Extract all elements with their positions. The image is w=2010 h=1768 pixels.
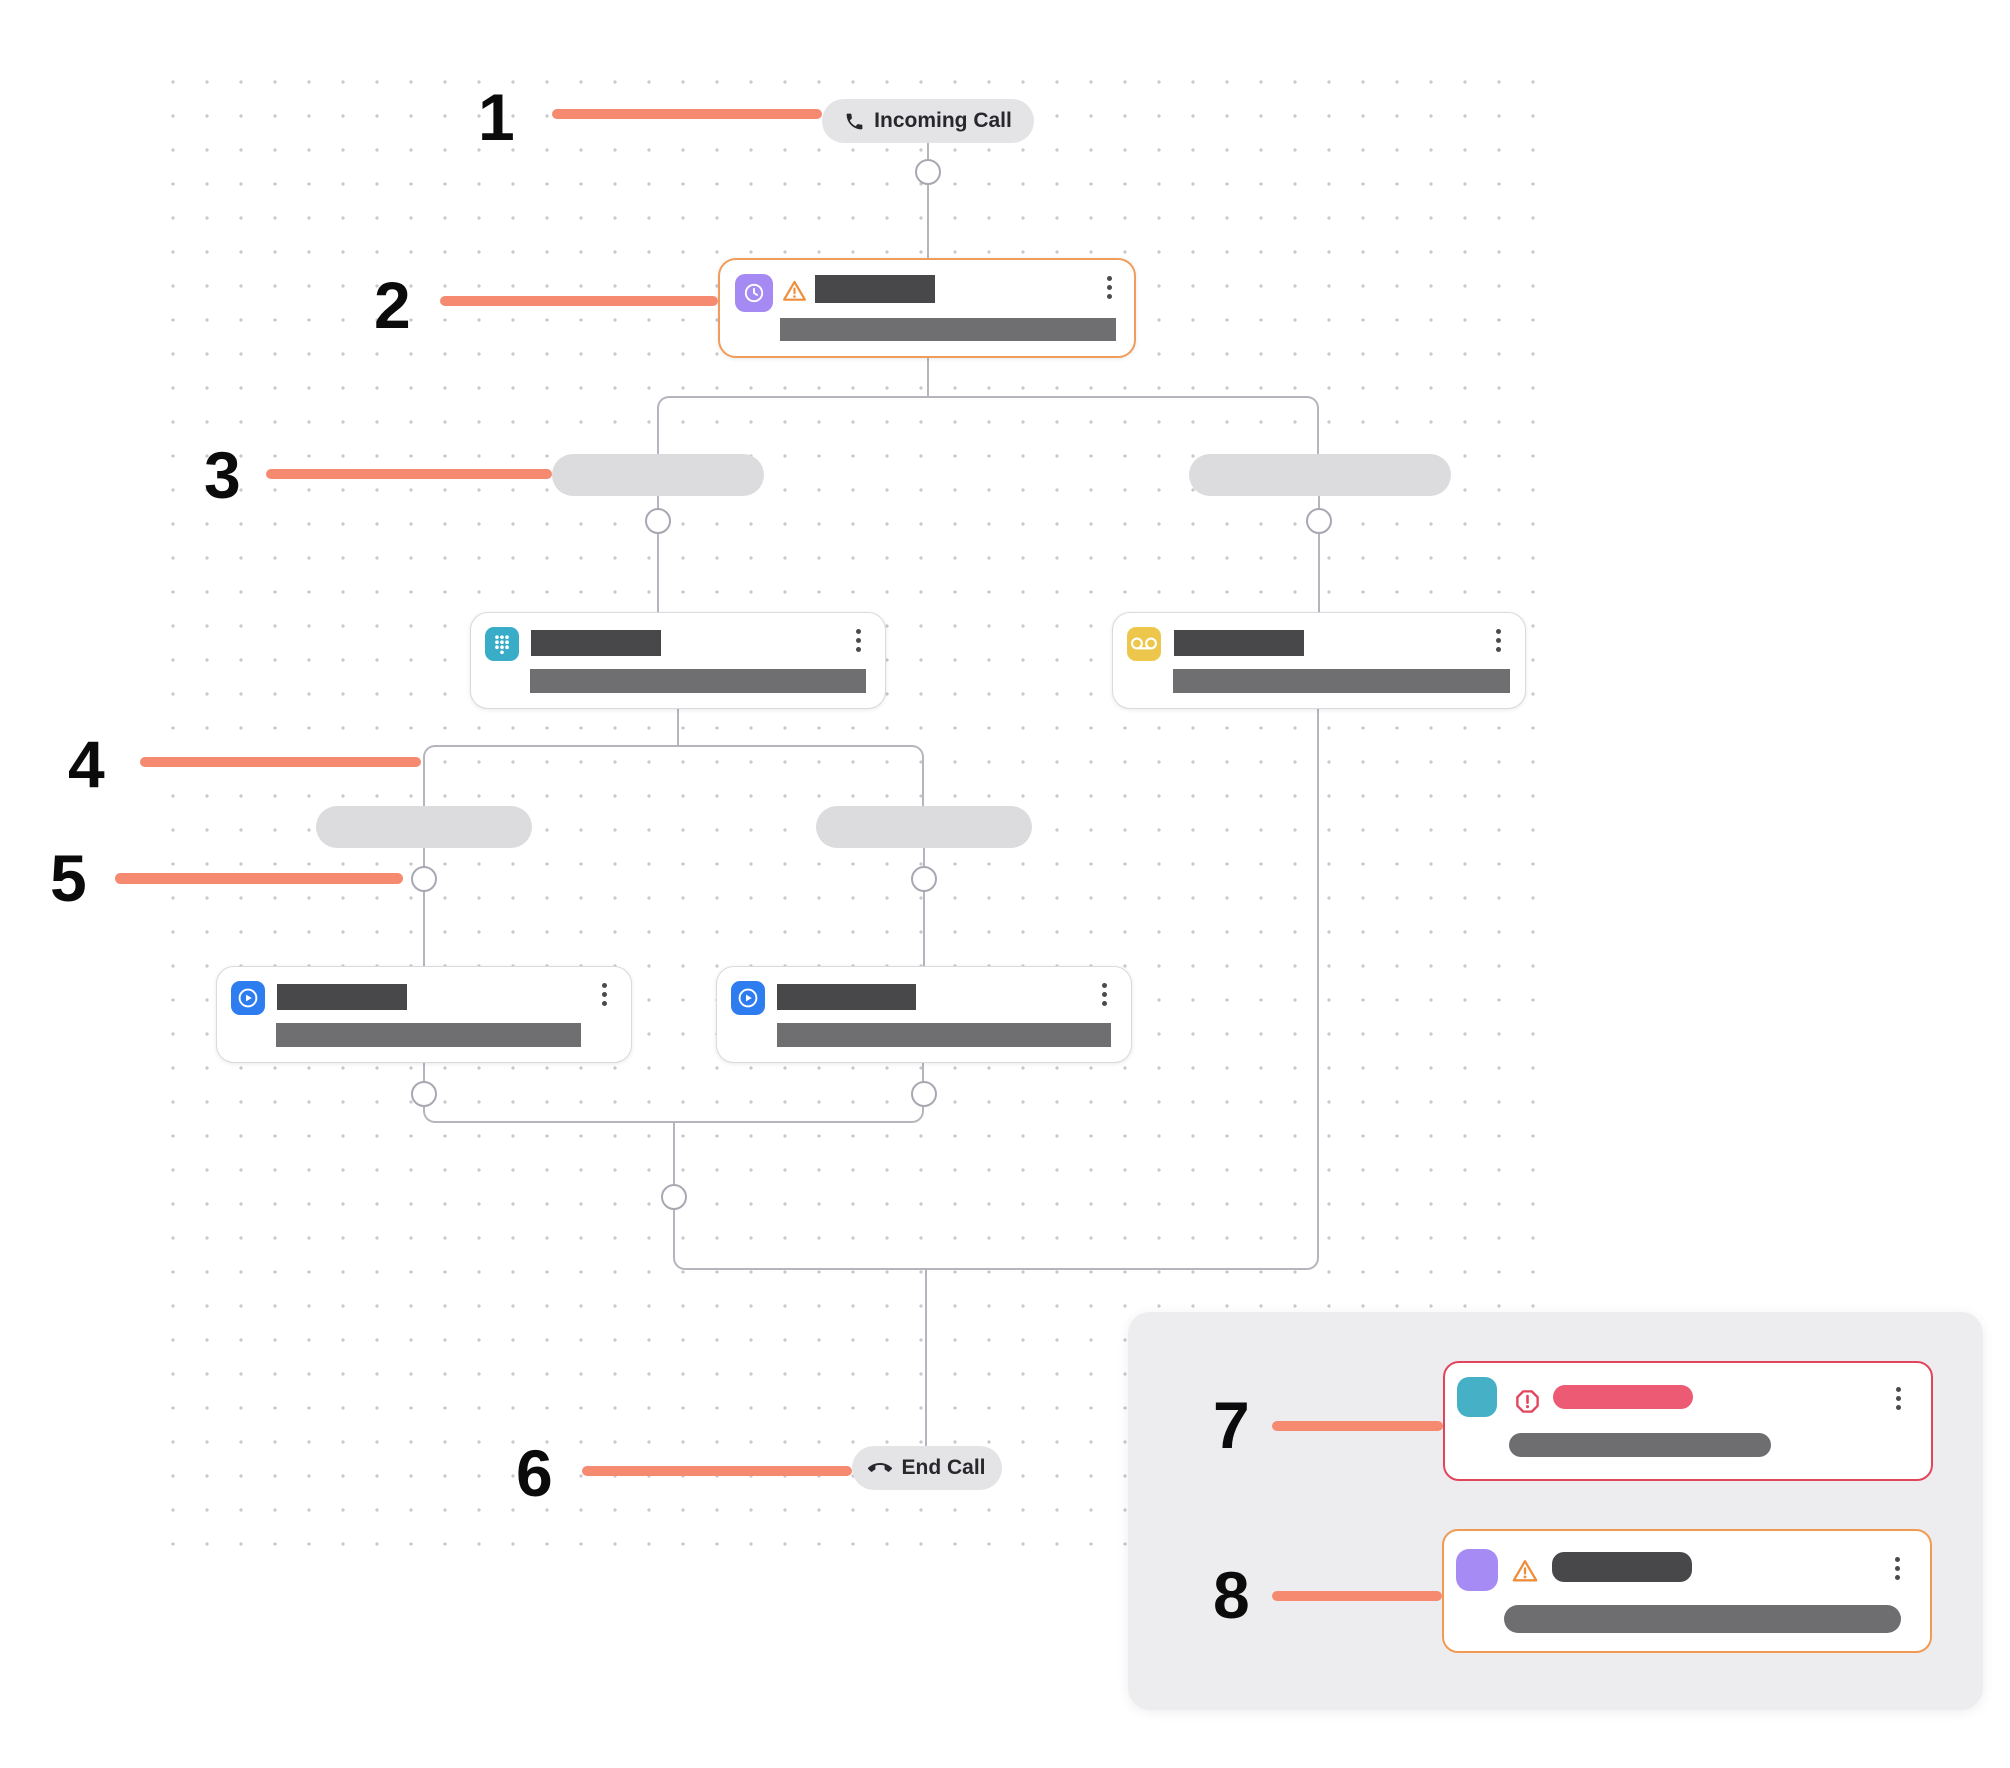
annotation-number-1: 1 bbox=[478, 80, 515, 154]
redacted-title-bar bbox=[531, 630, 661, 656]
connector-elbow bbox=[926, 709, 1319, 1270]
end-call-label: End Call bbox=[901, 1456, 986, 1479]
clock-icon bbox=[735, 274, 773, 312]
redacted-subtitle-bar bbox=[1173, 669, 1510, 693]
node-menu-button[interactable] bbox=[852, 625, 865, 656]
annotation-line-7 bbox=[1272, 1421, 1443, 1431]
redacted-title-bar bbox=[1552, 1552, 1692, 1582]
node-menu-button[interactable] bbox=[1891, 1553, 1904, 1584]
connector-line bbox=[677, 709, 679, 747]
error-state-node[interactable] bbox=[1443, 1361, 1933, 1481]
play-icon bbox=[731, 981, 765, 1015]
annotation-line-6 bbox=[582, 1466, 852, 1476]
connector-elbow bbox=[674, 1063, 924, 1123]
connection-point[interactable] bbox=[411, 1081, 437, 1107]
node-menu-button[interactable] bbox=[1098, 979, 1111, 1010]
redacted-subtitle-bar bbox=[530, 669, 866, 693]
incoming-call-label: Incoming Call bbox=[874, 109, 1012, 132]
redacted-title-bar bbox=[277, 984, 407, 1010]
connector-elbow bbox=[678, 745, 924, 806]
schedule-step-node[interactable] bbox=[718, 258, 1136, 358]
warning-triangle-icon bbox=[1510, 1556, 1540, 1586]
warning-triangle-icon bbox=[780, 277, 808, 305]
step-icon bbox=[1456, 1549, 1498, 1591]
connection-point[interactable] bbox=[645, 508, 671, 534]
branch-label-pill[interactable] bbox=[316, 806, 532, 848]
connection-point[interactable] bbox=[911, 866, 937, 892]
connector-line bbox=[423, 848, 425, 966]
connection-point[interactable] bbox=[1306, 508, 1332, 534]
incoming-call-trigger[interactable]: Incoming Call bbox=[822, 99, 1034, 143]
annotation-line-1 bbox=[552, 109, 822, 119]
connector-line bbox=[927, 358, 929, 398]
connector-line bbox=[925, 1268, 927, 1446]
keypad-step-node[interactable] bbox=[470, 612, 886, 709]
branch-label-pill[interactable] bbox=[816, 806, 1032, 848]
annotation-number-4: 4 bbox=[68, 727, 105, 801]
annotation-number-5: 5 bbox=[50, 841, 87, 915]
end-call-icon bbox=[868, 1456, 893, 1480]
voicemail-step-node[interactable] bbox=[1112, 612, 1526, 709]
node-menu-button[interactable] bbox=[1492, 625, 1505, 656]
redacted-title-bar bbox=[777, 984, 916, 1010]
annotation-number-6: 6 bbox=[516, 1436, 553, 1510]
redacted-subtitle-bar bbox=[1509, 1433, 1771, 1457]
node-menu-button[interactable] bbox=[1892, 1383, 1905, 1414]
redacted-subtitle-bar bbox=[780, 318, 1116, 341]
voicemail-icon bbox=[1127, 627, 1161, 661]
redacted-title-bar bbox=[1174, 630, 1304, 656]
annotation-number-2: 2 bbox=[374, 268, 411, 342]
connector-elbow bbox=[423, 1063, 674, 1123]
node-menu-button[interactable] bbox=[598, 979, 611, 1010]
dialpad-icon bbox=[485, 627, 519, 661]
annotation-line-8 bbox=[1272, 1591, 1442, 1601]
play-step-node-left[interactable] bbox=[216, 966, 632, 1063]
annotation-number-8: 8 bbox=[1213, 1558, 1250, 1632]
connector-line bbox=[1318, 496, 1320, 612]
error-octagon-icon bbox=[1513, 1387, 1541, 1415]
connector-line bbox=[657, 496, 659, 612]
annotation-number-7: 7 bbox=[1213, 1388, 1250, 1462]
connection-point[interactable] bbox=[915, 159, 941, 185]
redacted-error-title-bar bbox=[1553, 1385, 1693, 1409]
connector-elbow bbox=[657, 396, 927, 454]
connection-point[interactable] bbox=[911, 1081, 937, 1107]
redacted-subtitle-bar bbox=[777, 1023, 1111, 1047]
play-step-node-right[interactable] bbox=[716, 966, 1132, 1063]
annotation-line-4 bbox=[140, 757, 421, 767]
connector-elbow bbox=[673, 1123, 926, 1270]
connection-point[interactable] bbox=[411, 866, 437, 892]
connector-elbow bbox=[423, 745, 678, 806]
end-call-terminator[interactable]: End Call bbox=[852, 1446, 1002, 1490]
warning-state-node[interactable] bbox=[1442, 1529, 1932, 1653]
play-icon bbox=[231, 981, 265, 1015]
branch-label-pill[interactable] bbox=[1189, 454, 1451, 496]
connector-line bbox=[923, 848, 925, 966]
connector-line bbox=[927, 143, 929, 258]
annotation-line-2 bbox=[440, 296, 718, 306]
redacted-subtitle-bar bbox=[1504, 1605, 1901, 1633]
connection-point[interactable] bbox=[661, 1184, 687, 1210]
branch-label-pill[interactable] bbox=[552, 454, 764, 496]
redacted-title-bar bbox=[815, 275, 935, 303]
node-menu-button[interactable] bbox=[1103, 272, 1116, 303]
annotation-number-3: 3 bbox=[204, 438, 241, 512]
connector-elbow bbox=[927, 396, 1319, 454]
redacted-subtitle-bar bbox=[276, 1023, 581, 1047]
annotation-line-5 bbox=[115, 873, 403, 884]
step-icon bbox=[1457, 1377, 1497, 1417]
annotation-line-3 bbox=[266, 469, 552, 479]
incoming-call-icon bbox=[844, 111, 865, 132]
